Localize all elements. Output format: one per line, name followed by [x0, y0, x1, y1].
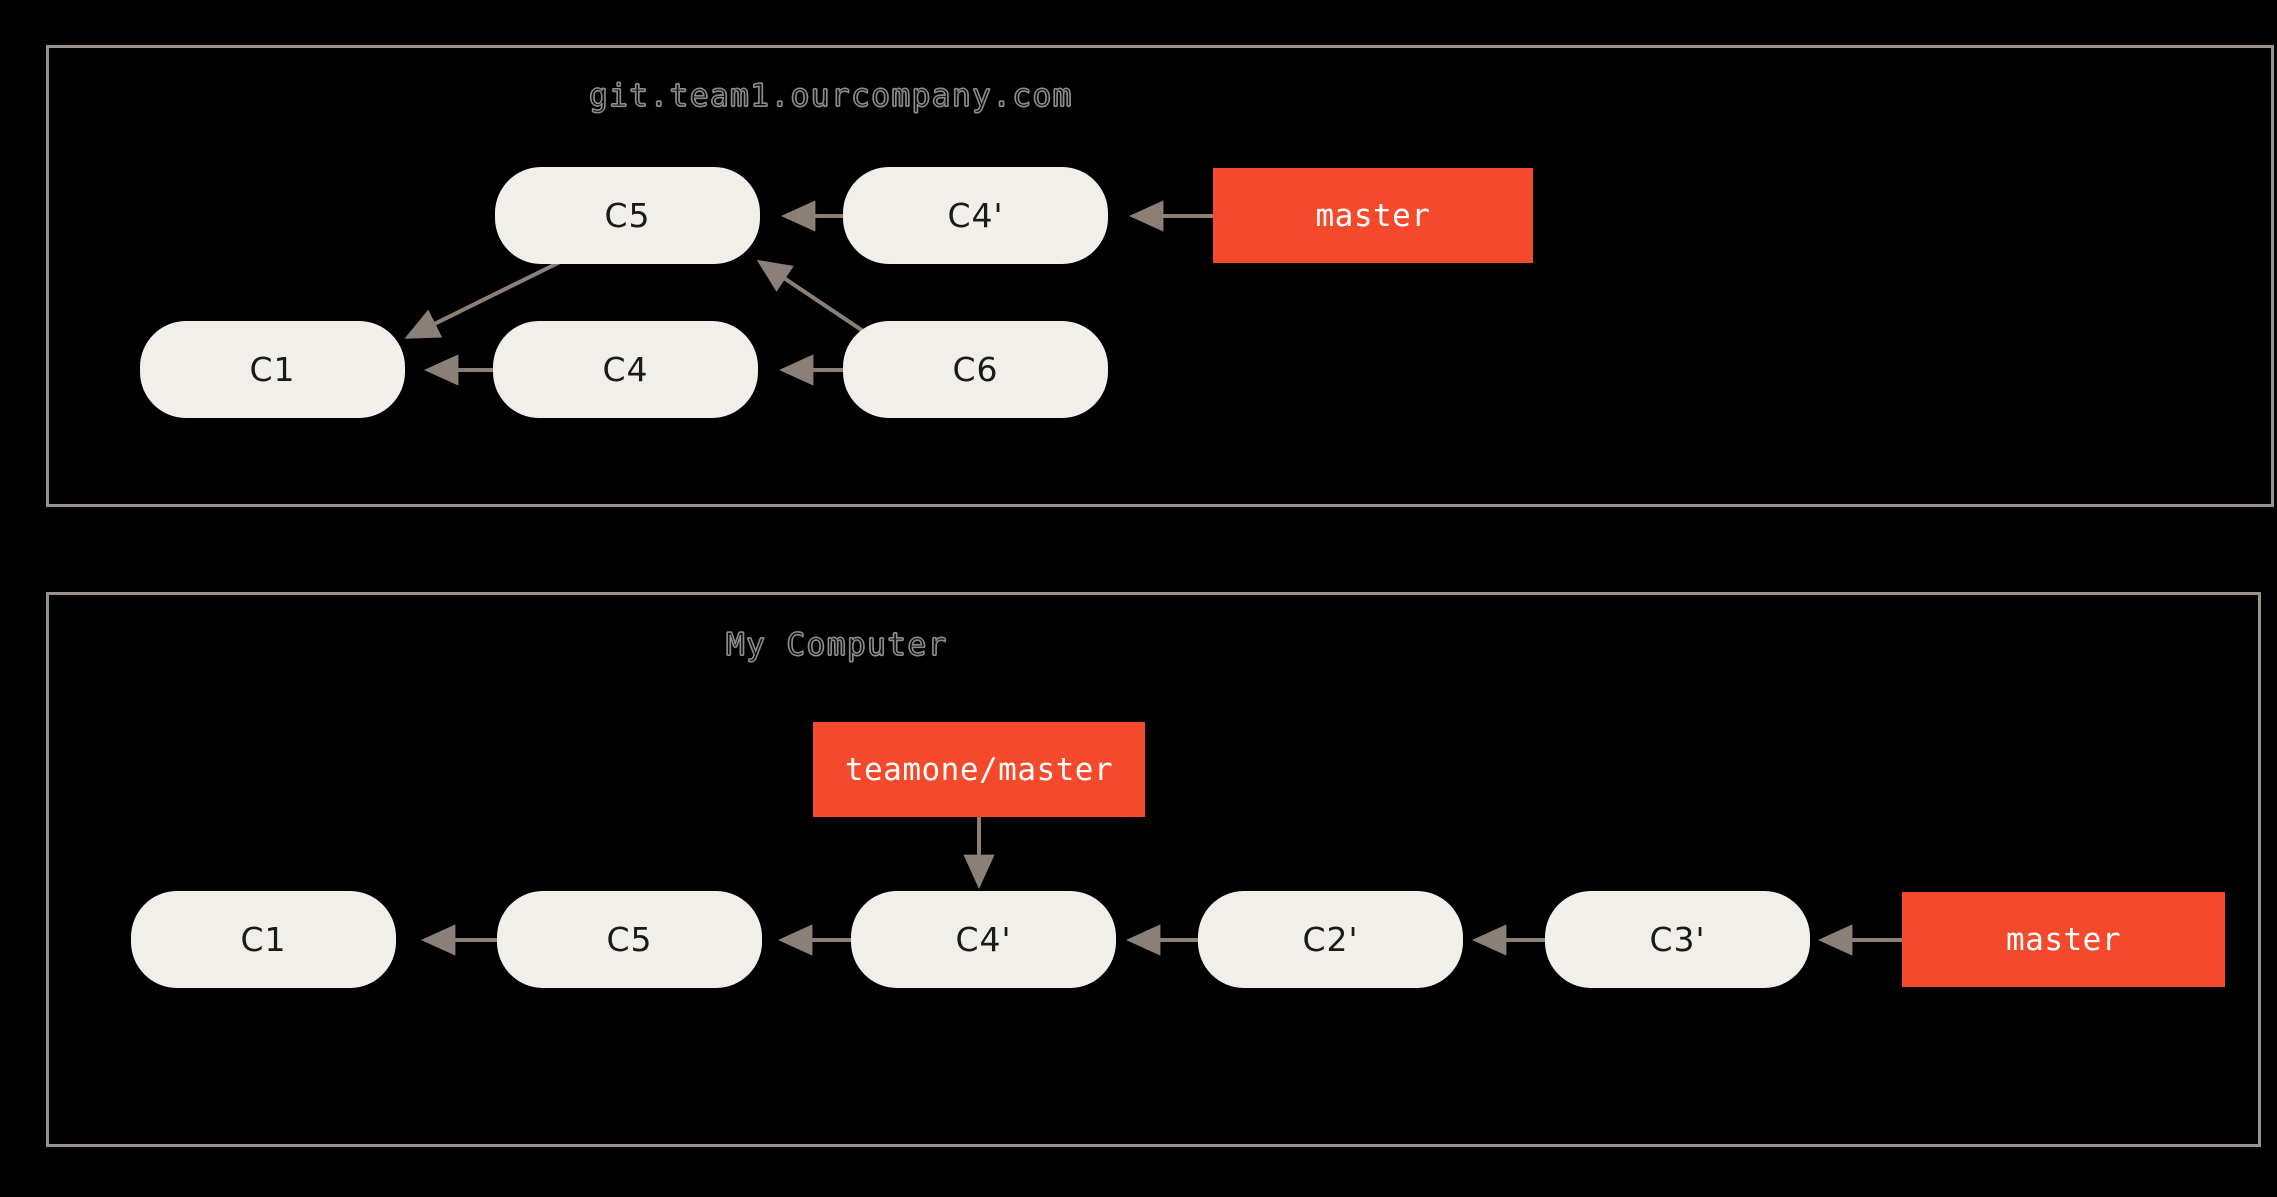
ref-label-text: teamone/master: [844, 751, 1114, 788]
commit-node-c4-remote[interactable]: C4: [493, 321, 758, 418]
commit-label: C1: [249, 350, 296, 389]
commit-node-c1-remote[interactable]: C1: [140, 321, 405, 418]
ref-label-master-remote[interactable]: master: [1213, 168, 1533, 263]
commit-node-c3prime-local[interactable]: C3': [1545, 891, 1810, 988]
commit-label: C1: [240, 920, 287, 959]
commit-label: C5: [606, 920, 653, 959]
commit-node-c2prime-local[interactable]: C2': [1198, 891, 1463, 988]
commit-label: C4': [947, 196, 1004, 235]
ref-label-teamone-master[interactable]: teamone/master: [813, 722, 1145, 817]
commit-label: C6: [952, 350, 999, 389]
commit-label: C2': [1302, 920, 1359, 959]
panel-local-repository: [46, 592, 2261, 1147]
panel-remote-repository: [46, 45, 2274, 507]
ref-label-text: master: [2006, 921, 2121, 958]
commit-label: C5: [604, 196, 651, 235]
commit-label: C3': [1649, 920, 1706, 959]
commit-node-c1-local[interactable]: C1: [131, 891, 396, 988]
commit-node-c5-remote[interactable]: C5: [495, 167, 760, 264]
ref-label-master-local[interactable]: master: [1902, 892, 2225, 987]
commit-node-c4prime-local[interactable]: C4': [851, 891, 1116, 988]
panel-remote-title: git.team1.ourcompany.com: [588, 77, 1073, 114]
panel-local-title: My Computer: [725, 626, 948, 663]
commit-node-c6-remote[interactable]: C6: [843, 321, 1108, 418]
commit-label: C4': [955, 920, 1012, 959]
commit-node-c4prime-remote[interactable]: C4': [843, 167, 1108, 264]
ref-label-text: master: [1315, 197, 1431, 234]
commit-label: C4: [602, 350, 649, 389]
commit-node-c5-local[interactable]: C5: [497, 891, 762, 988]
